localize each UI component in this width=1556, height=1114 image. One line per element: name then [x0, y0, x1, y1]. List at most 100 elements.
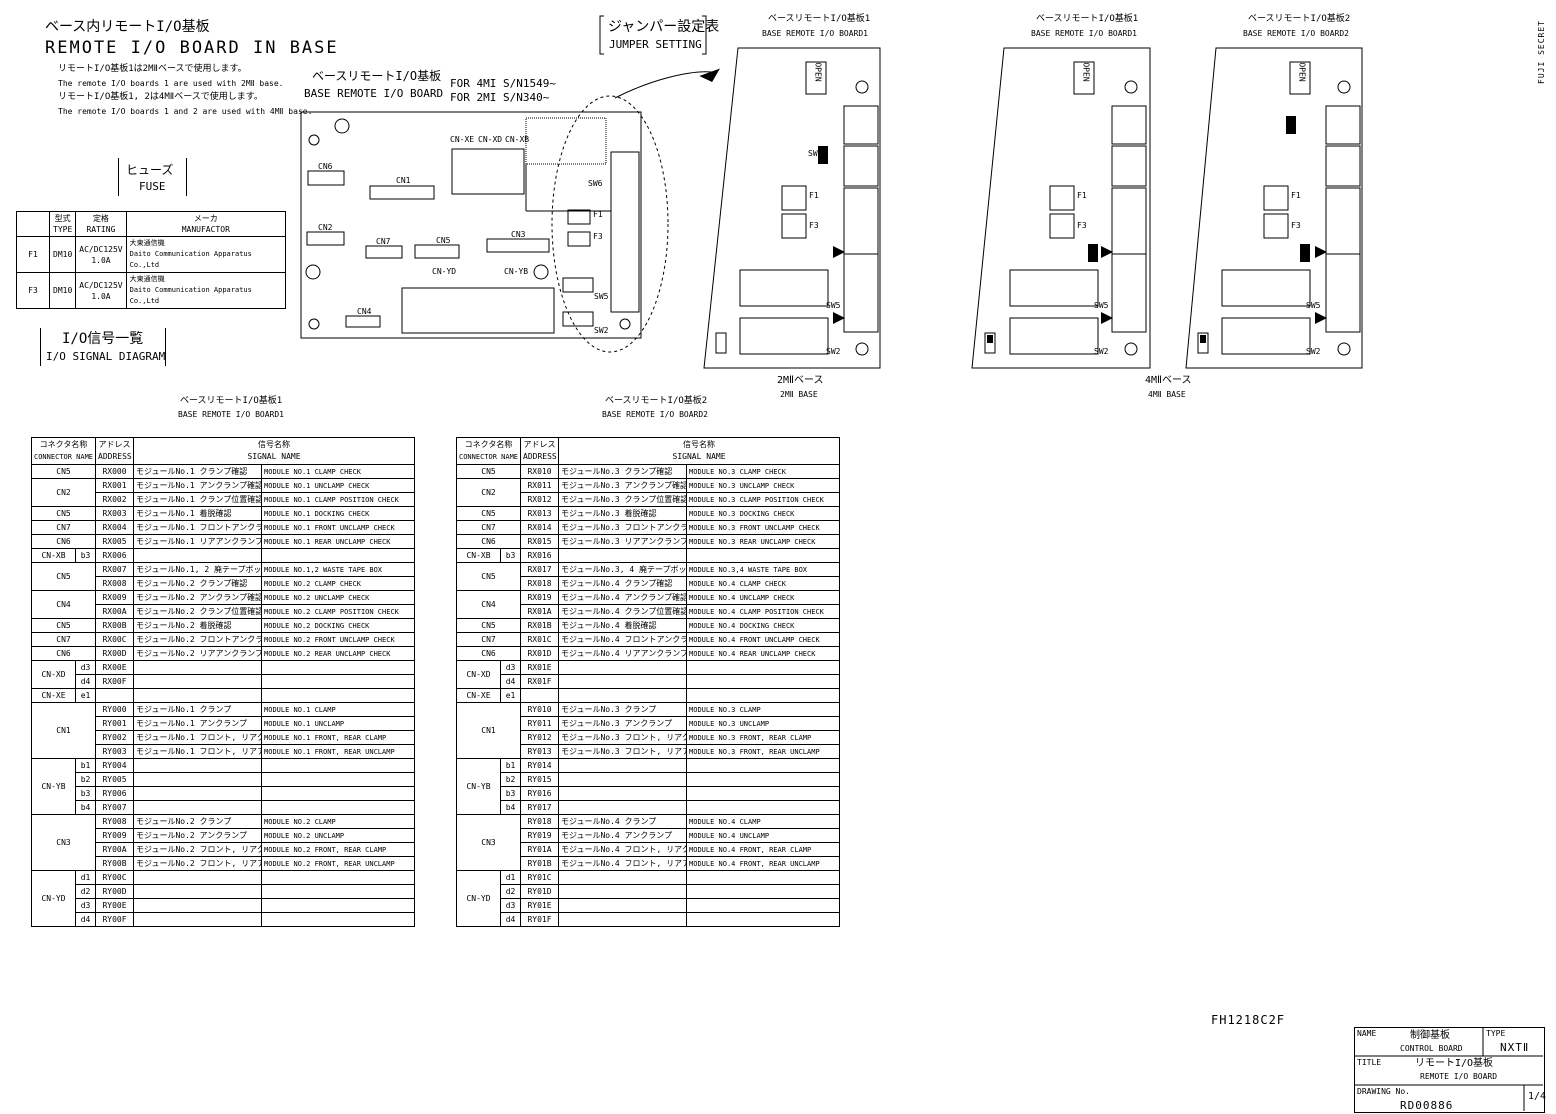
signal-name-jp: モジュールNo.3 クランプ位置確認: [558, 492, 688, 507]
fuse-header-rating-jp: 定格: [92, 214, 109, 223]
jumper-board-1-title-en: BASE REMOTE I/O BOARD1: [762, 29, 868, 38]
connector-name: CN1: [30, 702, 97, 759]
address: RY00D: [95, 884, 135, 899]
mount-hole: [1337, 80, 1351, 94]
signal-name-jp: モジュールNo.3 アンクランプ: [558, 716, 688, 731]
connector-pin: b3: [499, 786, 522, 801]
signal-name-jp: モジュールNo.3 フロントアンクランプ確認: [558, 520, 688, 535]
header-address-en: ADDRESS: [523, 452, 557, 461]
cn7-connector: [365, 245, 403, 259]
connector-pin: b4: [74, 800, 97, 815]
signal-name-jp: モジュールNo.4 アンクランプ確認: [558, 590, 688, 605]
cn6-connector: [307, 170, 345, 186]
jumper-label-sw1: SW1: [808, 149, 823, 158]
address: RX019: [520, 590, 560, 605]
jumper-label-sw5: SW5: [1306, 301, 1321, 310]
board-title-jp: ベースリモートI/O基板: [312, 69, 442, 83]
connector-pin: d3: [499, 898, 522, 913]
pin-marker: [1101, 312, 1113, 324]
board-label-cn4: CN4: [357, 307, 372, 316]
signal-name-en: MODULE NO.2 DOCKING CHECK: [261, 618, 416, 633]
board-label-cn5: CN5: [436, 236, 451, 245]
signal-name-en: MODULE NO.1 REAR UNCLAMP CHECK: [261, 534, 416, 549]
sw6-switch: [984, 332, 996, 354]
connector-pin: b3: [499, 548, 522, 563]
fuse-maker-en: Daito Communication Apparatus Co.,Ltd: [129, 286, 252, 305]
signal-name-jp: モジュールNo.1, 2 廃テープボックス有り: [133, 562, 263, 577]
connector-name: CN-YD: [456, 870, 501, 927]
connector-name: CN6: [455, 646, 522, 661]
signal-name-jp: モジュールNo.4 アンクランプ: [558, 828, 688, 843]
mount-hole: [1337, 342, 1351, 356]
signal-name-en: MODULE NO.4 FRONT UNCLAMP CHECK: [686, 632, 841, 647]
signal-name-jp: モジュールNo.3 フロント, リアアンクランプ: [558, 744, 688, 759]
tb-name-en: CONTROL BOARD: [1400, 1044, 1463, 1053]
jumper-label-f1: F1: [1077, 191, 1087, 200]
fuse-rating-voltage: AC/DC125V: [79, 244, 123, 254]
signal-name-en: MODULE NO.2 CLAMP POSITION CHECK: [261, 604, 416, 619]
signal-name-jp: [558, 870, 688, 885]
signal-name-en: [261, 786, 416, 801]
address: RX015: [520, 534, 560, 549]
board-label-cn6: CN6: [318, 162, 333, 171]
fuse-maker: 大東通信機 Daito Communication Apparatus Co.,L…: [125, 272, 287, 309]
sw2-dip: [1221, 317, 1311, 355]
address: RY008: [95, 814, 135, 829]
signal-name-jp: モジュールNo.4 クランプ: [558, 814, 688, 829]
address: RY00A: [95, 842, 135, 857]
dip-area: [525, 117, 607, 165]
address: RX016: [520, 548, 560, 563]
address: RX018: [520, 576, 560, 591]
sw6-toggle: [1300, 244, 1310, 262]
address: RX014: [520, 520, 560, 535]
address: RX01E: [520, 660, 560, 675]
connector-pin: b1: [499, 758, 522, 773]
cn2-port: [843, 145, 879, 187]
jumper-bracket-left: [599, 15, 604, 55]
jumper-label-f1: F1: [809, 191, 819, 200]
signal-name-en: MODULE NO.2 UNCLAMP CHECK: [261, 590, 416, 605]
fuse-header-type-jp: 型式: [54, 214, 71, 223]
signal-name-en: MODULE NO.1 CLAMP: [261, 702, 416, 717]
address: RY010: [520, 702, 560, 717]
sw1-toggle: [1286, 116, 1296, 134]
connector-pin: d4: [499, 674, 522, 689]
address: RX003: [95, 506, 135, 521]
connector-name: CN3: [455, 814, 522, 871]
address: RY01D: [520, 884, 560, 899]
io-title-jp: I/O信号一覧: [62, 331, 144, 347]
signal-name-en: MODULE NO.1 DOCKING CHECK: [261, 506, 416, 521]
connector-name: CN4: [455, 590, 522, 619]
jp1-open-label: OPEN: [813, 62, 823, 82]
connector-pin: e1: [74, 688, 97, 703]
address: RY018: [520, 814, 560, 829]
signal-name-jp: モジュールNo.2 フロント, リアアンクランプ: [133, 856, 263, 871]
tb-type-label: TYPE: [1486, 1029, 1506, 1038]
address: RY013: [520, 744, 560, 759]
signal-name-en: MODULE NO.3 CLAMP CHECK: [686, 464, 841, 479]
signal-name-en: [261, 800, 416, 815]
signal-name-jp: モジュールNo.2 リアアンクランプ確認: [133, 646, 263, 661]
signal-name-jp: モジュールNo.1 フロント, リアアンクランプ: [133, 744, 263, 759]
fuse-maker-jp: 大東通信機: [129, 275, 165, 283]
signal-name-jp: モジュールNo.1 クランプ: [133, 702, 263, 717]
address: RY01F: [520, 912, 560, 927]
sw5-dip: [739, 269, 829, 307]
signal-name-jp: モジュールNo.1 フロント, リアクランプ: [133, 730, 263, 745]
connector-name: CN5: [455, 618, 522, 633]
signal-name-en: MODULE NO.3 UNCLAMP CHECK: [686, 478, 841, 493]
signal-name-jp: モジュールNo.3 フロント, リアクランプ: [558, 730, 688, 745]
connector-pin: b2: [74, 772, 97, 787]
